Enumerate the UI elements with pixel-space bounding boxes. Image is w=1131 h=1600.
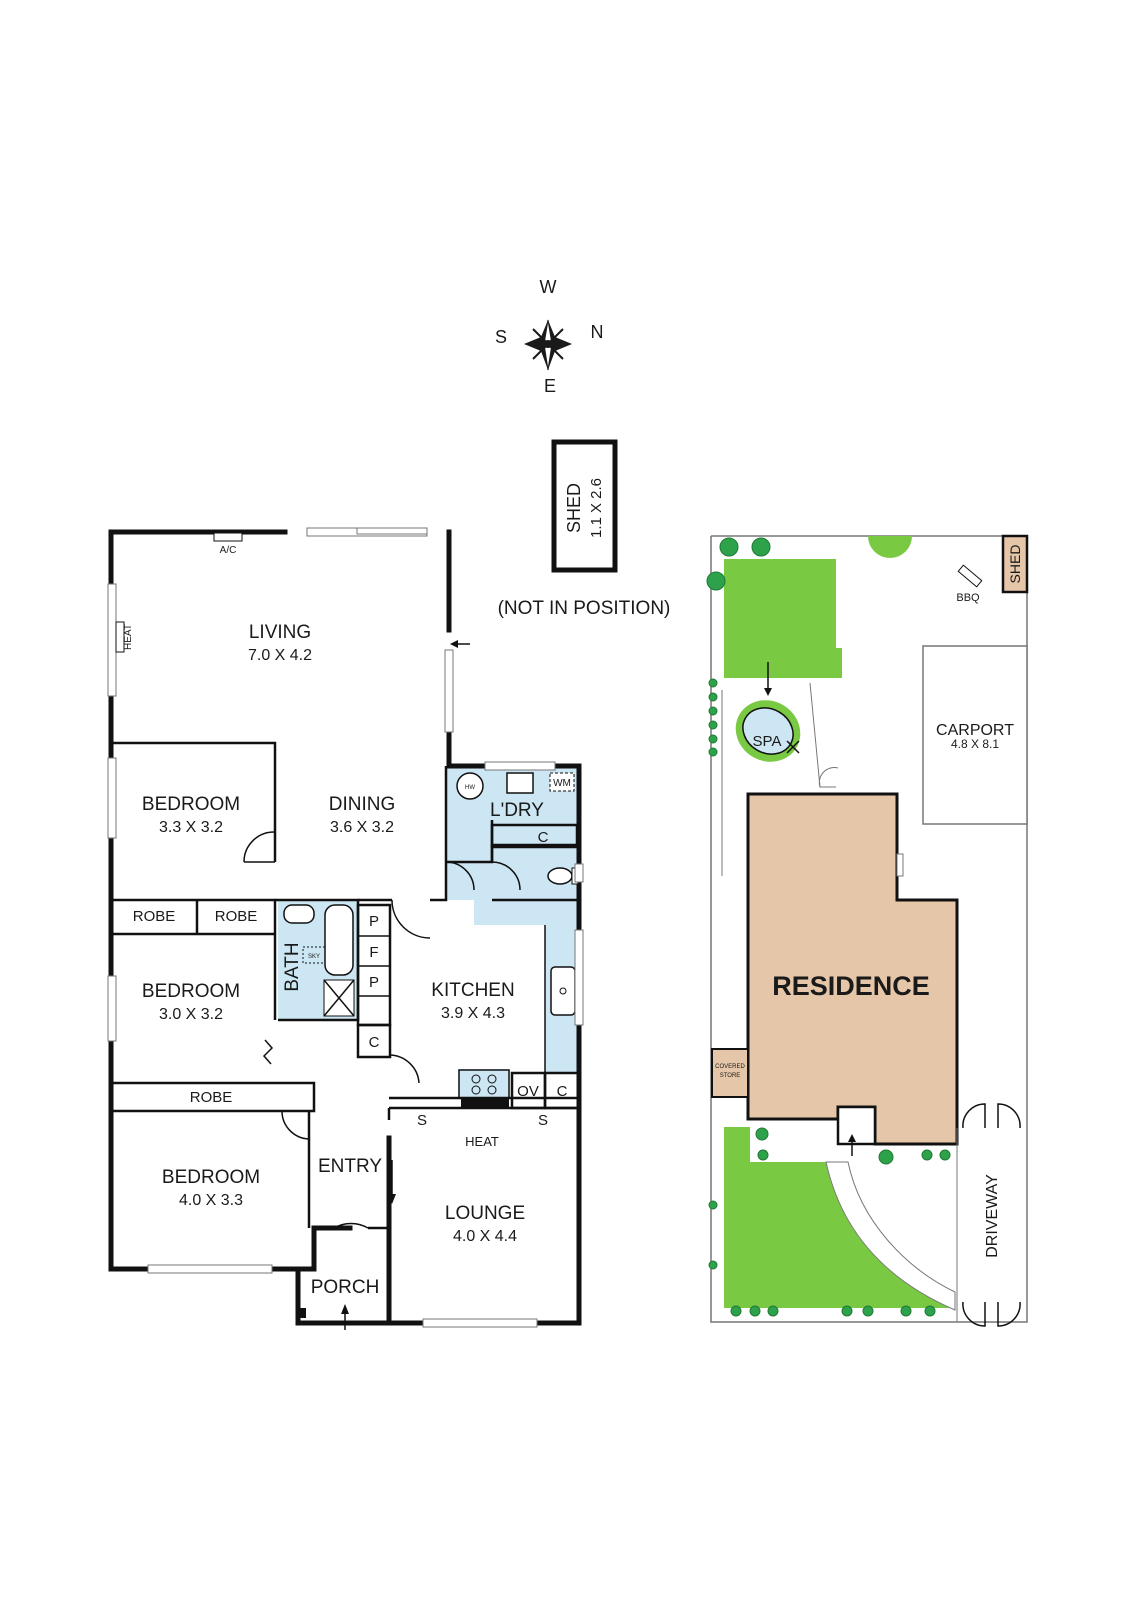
residence-label: RESIDENCE (772, 971, 930, 1001)
hot-water-icon (456, 772, 484, 800)
bedroom1-title: BEDROOM (142, 794, 240, 815)
bedroom3-title: BEDROOM (162, 1167, 260, 1188)
shed-detached: SHED 1.1 X 2.6 (551, 439, 618, 573)
compass-north: N (591, 322, 604, 342)
heat-living-label: HEAT (123, 624, 134, 650)
sink-icon (550, 966, 576, 1016)
compass-east: E (544, 376, 556, 396)
residence-footprint (746, 792, 959, 1146)
compass-west: W (540, 277, 557, 297)
bbq-icon (957, 564, 983, 588)
living-dims: 7.0 X 4.2 (248, 647, 312, 664)
ac-label: A/C (220, 545, 237, 556)
lounge-dims: 4.0 X 4.4 (453, 1228, 517, 1245)
toilet-icon (547, 867, 573, 885)
covered-store-label-1: COVERED (715, 1064, 745, 1070)
shed-position-note: (NOT IN POSITION) (498, 598, 671, 619)
rear-lawn (724, 559, 842, 678)
compass-rose: W S N E (495, 277, 604, 396)
bathtub-icon (324, 904, 354, 976)
washing-machine-icon (549, 772, 575, 792)
robe2-label: ROBE (215, 908, 258, 925)
covered-store-label-2: STORE (720, 1073, 741, 1079)
carport (922, 645, 1028, 825)
entry-title: ENTRY (318, 1156, 382, 1177)
bedroom1-dims: 3.3 X 3.2 (159, 819, 223, 836)
floor-plan: A/C HEAT LIVING 7.0 X 4.2 BEDROOM 3.3 X … (107, 527, 584, 1330)
cooktop-area (458, 1069, 510, 1099)
compass-south: S (495, 327, 507, 347)
living-title: LIVING (249, 622, 311, 643)
laundry-cupboard-label: C (538, 829, 549, 846)
skylight-icon (302, 946, 326, 964)
trees (706, 537, 951, 1317)
bbq-label: BBQ (956, 592, 980, 604)
bedroom2-title: BEDROOM (142, 981, 240, 1002)
skylight-label: SKY (308, 954, 320, 960)
site-shed (1001, 534, 1029, 594)
heat-lounge-label: HEAT (465, 1134, 499, 1149)
robe1-label: ROBE (133, 908, 176, 925)
wm-label: WM (553, 778, 571, 789)
carport-title: CARPORT (936, 722, 1014, 739)
robe3-label: ROBE (190, 1089, 233, 1106)
laundry-title: L'DRY (490, 800, 544, 821)
trough-icon (506, 772, 534, 794)
carport-dims: 4.8 X 8.1 (951, 737, 999, 751)
oven-label: OV (517, 1083, 539, 1100)
kitchen-cupboard-label: C (557, 1083, 568, 1100)
kitchen-bench-area (474, 900, 579, 1073)
bath-title: BATH (282, 942, 303, 991)
shelf1-label: S (417, 1112, 427, 1129)
shed-label: SHED (564, 483, 584, 533)
bedroom3-dims: 4.0 X 3.3 (179, 1192, 243, 1209)
shelf2-label: S (538, 1112, 548, 1129)
hw-label: HW (465, 785, 475, 791)
front-path (825, 1161, 956, 1311)
vanity-icon (283, 904, 315, 924)
site-shed-label: SHED (1007, 545, 1023, 584)
driveway-label: DRIVEWAY (984, 1174, 1001, 1258)
kitchen-title: KITCHEN (431, 980, 514, 1001)
linen-label: C (369, 1034, 380, 1051)
shed-dims: 1.1 X 2.6 (588, 478, 605, 538)
bedroom2-dims: 3.0 X 3.2 (159, 1006, 223, 1023)
site-plan: SPA SHED BBQ CARPORT 4.8 X 8.1 RESIDENCE… (706, 534, 1029, 1327)
covered-store (711, 1048, 749, 1098)
spa-label: SPA (753, 733, 782, 750)
rear-tree-canopy (868, 536, 912, 558)
fireplace-icon (461, 1098, 509, 1108)
fridge-label: F (369, 944, 378, 961)
dining-title: DINING (329, 794, 396, 815)
kitchen-dims: 3.9 X 4.3 (441, 1005, 505, 1022)
dining-dims: 3.6 X 3.2 (330, 819, 394, 836)
porch-title: PORCH (311, 1277, 380, 1298)
pantry1-label: P (369, 913, 379, 930)
lounge-title: LOUNGE (445, 1203, 525, 1224)
pantry2-label: P (369, 974, 379, 991)
